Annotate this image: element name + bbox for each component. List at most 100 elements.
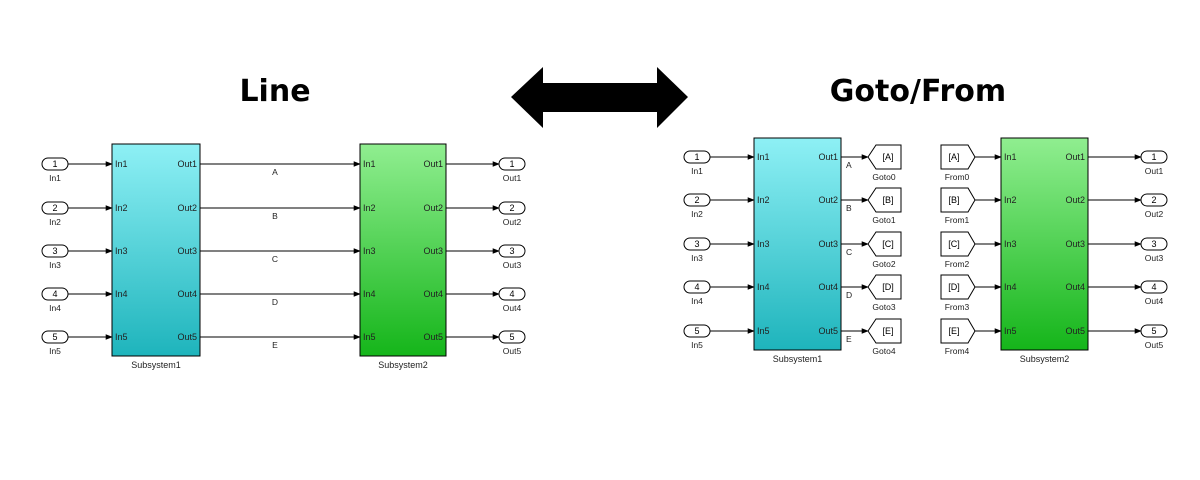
left-subsystem1-input-5: In5 — [115, 332, 128, 342]
left-inport-1-number: 1 — [52, 159, 57, 169]
goto-block-2[interactable]: [B]Goto1 — [867, 187, 902, 225]
left-subsystem1-output-2: Out2 — [177, 203, 197, 213]
from-tag-3: [C] — [948, 239, 960, 249]
left-outport-3-label: Out3 — [503, 260, 522, 270]
left-subsystem2-output-3: Out3 — [423, 246, 443, 256]
right-outport-3-label: Out3 — [1145, 253, 1164, 263]
goto-block-3[interactable]: [C]Goto2 — [867, 231, 902, 269]
left-title: Line — [239, 74, 310, 109]
right-title: Goto/From — [830, 74, 1006, 109]
goto-block-4[interactable]: [D]Goto3 — [867, 274, 902, 312]
right-subsystem1[interactable]: In1In2In3In4In5Out1Out2Out3Out4Out5Subsy… — [753, 137, 842, 364]
right-subsystem2-input-4: In4 — [1004, 282, 1017, 292]
right-subsystem1-output-3: Out3 — [818, 239, 838, 249]
goto-block-1[interactable]: [A] Goto0 — [867, 144, 902, 182]
right-subsystem2-input-5: In5 — [1004, 326, 1017, 336]
right-subsystem1-input-1: In1 — [757, 152, 770, 162]
from-label-3: From2 — [945, 259, 970, 269]
from-block-4[interactable]: [D]From3 — [940, 274, 976, 312]
goto-label-3: Goto2 — [872, 259, 895, 269]
left-outport-2-label: Out2 — [503, 217, 522, 227]
right-inport-1-label: In1 — [691, 166, 703, 176]
left-inport-1-label: In1 — [49, 173, 61, 183]
from-tag-5: [E] — [948, 326, 959, 336]
goto-from-method-diagram: In1In2In3In4In5Out1Out2Out3Out4Out5Subsy… — [683, 137, 1168, 364]
right-subsystem2[interactable]: In1In2In3In4In5Out1Out2Out3Out4Out5Subsy… — [1000, 137, 1089, 364]
goto-tag-1: [A] — [882, 152, 893, 162]
right-subsystem2-input-3: In3 — [1004, 239, 1017, 249]
from-block-3[interactable]: [C] From2 — [940, 231, 976, 269]
left-subsystem1[interactable]: In1In2In3In4In5Out1Out2Out3Out4Out5Subsy… — [111, 143, 201, 370]
from-block-2[interactable]: [B]From1 — [940, 187, 976, 225]
right-outport-2-number: 2 — [1151, 195, 1156, 205]
right-subsystem1-name: Subsystem1 — [773, 354, 823, 364]
left-subsystem2-input-5: In5 — [363, 332, 376, 342]
goto-block-5[interactable]: [E]Goto4 — [867, 318, 902, 356]
right-inport-2-number: 2 — [694, 195, 699, 205]
right-inport-5-label: In5 — [691, 340, 703, 350]
line-method-diagram: In1In2In3In4In5Out1Out2Out3Out4Out5Subsy… — [41, 143, 526, 370]
right-subsystem2-output-1: Out1 — [1065, 152, 1085, 162]
left-subsystem1-input-3: In3 — [115, 246, 128, 256]
left-inport-2-label: In2 — [49, 217, 61, 227]
left-outport-2-number: 2 — [509, 203, 514, 213]
right-outport-4-label: Out4 — [1145, 296, 1164, 306]
left-subsystem1-input-2: In2 — [115, 203, 128, 213]
left-subsystem2[interactable]: In1In2In3In4In5Out1Out2Out3Out4Out5Subsy… — [359, 143, 447, 370]
right-inport-5-number: 5 — [694, 326, 699, 336]
left-subsystem1-output-1: Out1 — [177, 159, 197, 169]
right-subsystem2-output-3: Out3 — [1065, 239, 1085, 249]
from-label-1: From0 — [945, 172, 970, 182]
double-arrow-icon — [511, 67, 688, 128]
right-subsystem2-output-2: Out2 — [1065, 195, 1085, 205]
right-subsystem1-input-2: In2 — [757, 195, 770, 205]
left-outport-1-number: 1 — [509, 159, 514, 169]
right-subsystem2-output-4: Out4 — [1065, 282, 1085, 292]
left-subsystem1-output-3: Out3 — [177, 246, 197, 256]
from-block-5[interactable]: [E]From4 — [940, 318, 976, 356]
right-inport-3-number: 3 — [694, 239, 699, 249]
left-outport-4-number: 4 — [509, 289, 514, 299]
from-tag-2: [B] — [948, 195, 959, 205]
right-subsystem1-output-1: Out1 — [818, 152, 838, 162]
left-inport-3-label: In3 — [49, 260, 61, 270]
right-inport-2-label: In2 — [691, 209, 703, 219]
left-subsystem2-output-1: Out1 — [423, 159, 443, 169]
left-subsystem1-input-4: In4 — [115, 289, 128, 299]
left-signal-label-2: B — [272, 211, 278, 221]
right-outport-4-number: 4 — [1151, 282, 1156, 292]
goto-label-1: Goto0 — [872, 172, 895, 182]
left-subsystem2-name: Subsystem2 — [378, 360, 428, 370]
goto-tag-4: [D] — [882, 282, 894, 292]
from-label-4: From3 — [945, 302, 970, 312]
left-signal-label-4: D — [272, 297, 278, 307]
left-signal-label-1: A — [272, 167, 278, 177]
left-inport-4-number: 4 — [52, 289, 57, 299]
goto-tag-2: [B] — [882, 195, 893, 205]
right-subsystem1-output-2: Out2 — [818, 195, 838, 205]
left-subsystem2-output-4: Out4 — [423, 289, 443, 299]
right-signal-label-4: D — [846, 290, 852, 300]
from-block-1[interactable]: [A]From0 — [940, 144, 976, 182]
